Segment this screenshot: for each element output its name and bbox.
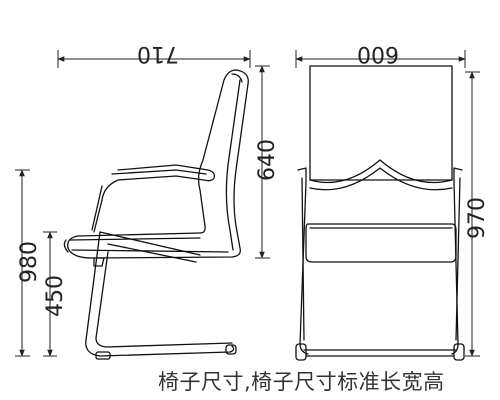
seat-lines — [69, 237, 229, 253]
front-backrest — [309, 65, 453, 181]
front-frame-right-inner — [455, 177, 461, 341]
dim-label-front-total-height: 970 — [465, 197, 490, 239]
frame-brace — [99, 231, 201, 263]
dim-label-side-width: 710 — [137, 41, 179, 66]
frame-leg-outer — [85, 231, 235, 357]
front-frame-left-inner — [301, 177, 305, 341]
dim-label-back-height: 640 — [255, 139, 280, 181]
foot-cap — [225, 344, 237, 355]
armrest-inner — [111, 169, 207, 175]
dimension-lines — [15, 50, 480, 357]
armrest — [93, 164, 216, 233]
side-view-chair — [63, 69, 249, 360]
front-seat-cushion — [305, 223, 457, 263]
foot-cap — [95, 351, 111, 360]
front-view-chair — [295, 65, 465, 361]
front-foot-left — [295, 343, 307, 361]
backrest-inner-line — [225, 79, 241, 251]
dim-label-seat-height: 450 — [43, 275, 68, 317]
dim-label-front-width: 600 — [357, 41, 399, 66]
seat-front-curve — [63, 239, 69, 253]
armrest-inner-support — [91, 185, 103, 231]
dim-label-total-height: 980 — [17, 241, 42, 283]
front-backrest-curve — [309, 159, 453, 184]
front-backrest-curve-inner — [309, 167, 453, 191]
caption-text: 椅子尺寸,椅子尺寸标准长宽高 — [158, 370, 445, 394]
frame-bracket — [93, 257, 105, 267]
front-foot-right — [453, 343, 465, 361]
frame-leg-inner — [95, 251, 233, 348]
backrest-top-curve — [231, 73, 243, 83]
front-bottom-bar — [303, 349, 457, 357]
